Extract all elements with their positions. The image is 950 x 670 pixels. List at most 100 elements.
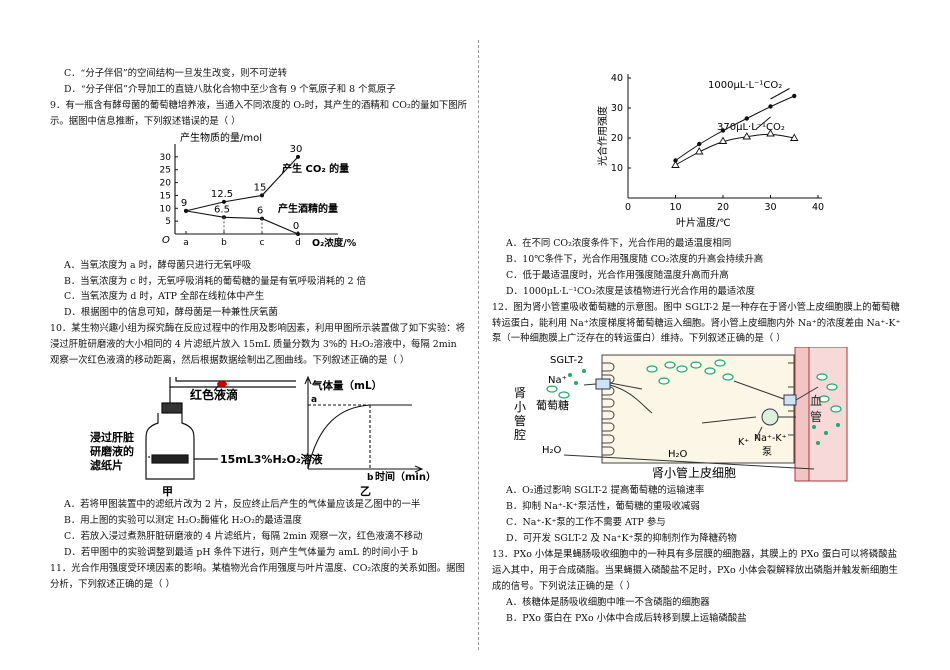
chart2-point-1000 (673, 158, 678, 163)
label-cell: 肾小管上皮细胞 (652, 465, 736, 480)
q12-option-b: B．抑制 Na⁺-K⁺泵活性，葡萄糖的重吸收减弱 (506, 501, 700, 513)
chart1-co2-data-label: 9 (181, 197, 187, 208)
chart1-alcohol-line (185, 209, 299, 235)
red-drop (217, 380, 227, 387)
chart2-x-tick-label: 40 (812, 202, 824, 213)
label-red-drop: 红色液滴 (190, 387, 238, 402)
q10-diagram: 红色液滴 浸过肝脏 研磨液的 滤纸片 15mL3%H₂O₂溶液 甲 气体量（mL… (90, 375, 436, 497)
chart1-alcohol-point (222, 214, 226, 219)
q11-stem: 11．光合作用强度受环境因素的影响。某植物光合作用强度与叶片温度、CO₂浓度的关… (50, 562, 465, 590)
yi-y-arrow (304, 375, 312, 385)
chart1-co2-line (185, 156, 299, 212)
chart2-x-tick-label: 30 (764, 202, 776, 213)
apparatus-jia (145, 376, 296, 480)
label-k: K⁺ (738, 437, 749, 448)
yi-xlabel: 时间（min） (375, 470, 436, 483)
q11-option-c: C．低于最适温度时，光合作用强度随温度升高而升高 (506, 269, 729, 281)
q12-option-a: A．O₂通过影响 SGLT-2 提高葡萄糖的运输速率 (506, 485, 705, 497)
chart2-xlabel: 叶片温度/℃ (676, 216, 731, 229)
q10-option-c: C．若放入浸过煮熟肝脏研磨液的 4 片滤纸片，每隔 2min 观察一次，红色液滴… (64, 530, 423, 542)
sglt2-protein (595, 378, 611, 390)
chart2-point-370 (789, 133, 799, 141)
column-divider (478, 40, 479, 650)
q12-option-d: D．可开发 SGLT-2 及 Na⁺K⁺泵的抑制剂作为降糖药物 (506, 533, 737, 545)
chart2-point-1000 (768, 104, 773, 109)
caption-yi: 乙 (360, 485, 371, 497)
q11-option-d: D．1000μL·L⁻¹CO₂浓度是该植物进行光合作用的最适浓度 (506, 285, 755, 297)
chart2-point-370 (718, 136, 728, 144)
q12-figure: SGLT-2 Na⁺ 肾 小 管 腔 葡萄糖 H₂O H₂O K⁺ Na⁺-K⁺… (492, 347, 904, 483)
glucose-carrier (783, 394, 797, 406)
chart1-co2-data-label: 15 (254, 182, 267, 193)
label-glucose: 葡萄糖 (536, 398, 569, 412)
chart2-line-370 (675, 133, 795, 166)
epithelial-cell (601, 354, 795, 464)
chart2-point-1000 (792, 93, 797, 99)
chart2-label-leader-1000 (770, 88, 790, 100)
chart2-point-1000 (697, 141, 702, 147)
yi-x-arrow (414, 465, 424, 473)
chart2-line-1000 (675, 95, 795, 161)
chart1-x-tick-label: d (295, 238, 301, 248)
label-pump-1: Na⁺-K⁺ (754, 433, 787, 444)
filter-paper (151, 454, 189, 464)
label-paper-1: 浸过肝脏 (90, 430, 134, 444)
q9-stem: 9．有一瓶含有酵母菌的葡萄糖培养液，当通入不同浓度的 O₂时，其产生的酒精和 C… (50, 99, 467, 127)
na-k-pump (761, 408, 779, 426)
chart1-co2-data-label: 12.5 (211, 188, 233, 199)
chart2-series-1000: 1000μL·L⁻¹CO₂ (708, 80, 782, 91)
q11-figure: 光合作用强度 叶片温度/℃ 1000μL·L⁻¹CO₂ 370μL·L⁻¹CO₂… (492, 66, 904, 236)
chart1-alcohol-series-label: 产生酒精的量 (278, 202, 338, 215)
q10-option-d: D．若甲图中的实验调整到最适 pH 条件下进行，则产生气体量为 amL 的时间小… (64, 546, 418, 558)
label-blood-1: 血 (810, 394, 822, 408)
label-sglt2: SGLT-2 (550, 355, 583, 366)
chart2-point-370 (671, 160, 680, 168)
glucose-molecules (546, 359, 842, 413)
chart1-y-tick-label: 20 (160, 178, 172, 188)
q12-stem: 12．图为肾小管重吸收葡萄糖的示意图。图中 SGLT-2 是一种存在于肾小管上皮… (492, 301, 901, 345)
stopper (161, 402, 183, 414)
chart1-alcohol-data-label: 6 (257, 205, 263, 216)
label-blood-2: 管 (810, 409, 822, 424)
q11-option-a: A．在不同 CO₂浓度条件下，光合作用的最适温度相同 (506, 238, 732, 249)
chart2-x-tick-label: 10 (669, 202, 681, 213)
label-h2o-out: H₂O (542, 445, 562, 456)
label-pump-2: 泵 (762, 446, 772, 458)
chart1-y-tick-label: 5 (165, 217, 171, 227)
chart1-co2-point (222, 199, 226, 204)
chart1-ylabel: 产生物质的量/mol (180, 131, 262, 144)
chart2-y-tick-label: 10 (611, 163, 623, 174)
chart2-x-tick-label: 20 (717, 202, 729, 213)
chart1-xlabel: O₂浓度/% (312, 237, 357, 249)
q10-option-a: A．若将甲图装置中的滤纸片改为 2 片，反应终止后产生的气体量应该是乙图中的一半 (64, 498, 421, 510)
chart1-y-tick-label: 10 (160, 204, 172, 214)
yi-b-label: b (367, 473, 374, 483)
oxygen-chart: 产生物质的量/mol O O₂浓度/% 产生 CO₂ 的量 产生酒精的量 5 10… (160, 131, 357, 249)
chart1-origin: O (162, 235, 170, 246)
chart2-label-leader-370 (755, 116, 771, 130)
q8-option-c: C．“分子伴侣”的空间结构一旦发生改变，则不可逆转 (64, 68, 288, 79)
chart1-alcohol-point (296, 231, 300, 236)
blood-vessel (808, 347, 848, 482)
kidney-tubule-diagram: SGLT-2 Na⁺ 肾 小 管 腔 葡萄糖 H₂O H₂O K⁺ Na⁺-K⁺… (514, 347, 848, 482)
label-h2o-in: H₂O (668, 449, 688, 460)
chart2-point-370 (766, 129, 775, 137)
q8-option-d: D．“分子伴侣”介导加工的直链八肽化合物中至少含有 9 个氧原子和 8 个氮原子 (64, 83, 396, 95)
label-lumen-4: 腔 (514, 427, 526, 442)
chart1-alcohol-data-label: 6.5 (214, 204, 230, 215)
chart2-point-370 (694, 147, 704, 155)
chart1-co2-series-label: 产生 CO₂ 的量 (282, 162, 349, 175)
label-paper-2: 研磨液的 (90, 444, 134, 458)
q12-option-c: C．Na⁺-K⁺泵的工作不需要 ATP 参与 (506, 517, 666, 529)
chart2-x-tick-label: 0 (625, 202, 631, 213)
chart1-y-tick-label: 25 (160, 165, 171, 175)
chart1-x-tick-label: b (221, 238, 227, 248)
q13-option-a: A．核糖体是肠吸收细胞中唯一不含磷脂的细胞器 (506, 596, 710, 608)
label-lumen-2: 小 (514, 400, 526, 414)
glass-tube (169, 376, 296, 388)
chart2-point-370 (742, 132, 752, 140)
q10-figure: 红色液滴 浸过肝脏 研磨液的 滤纸片 15mL3%H₂O₂溶液 甲 气体量（mL… (50, 369, 468, 497)
graph-yi (304, 375, 424, 473)
photosynthesis-chart: 光合作用强度 叶片温度/℃ 1000μL·L⁻¹CO₂ 370μL·L⁻¹CO₂… (596, 73, 824, 229)
chart2-point-1000 (720, 128, 726, 133)
